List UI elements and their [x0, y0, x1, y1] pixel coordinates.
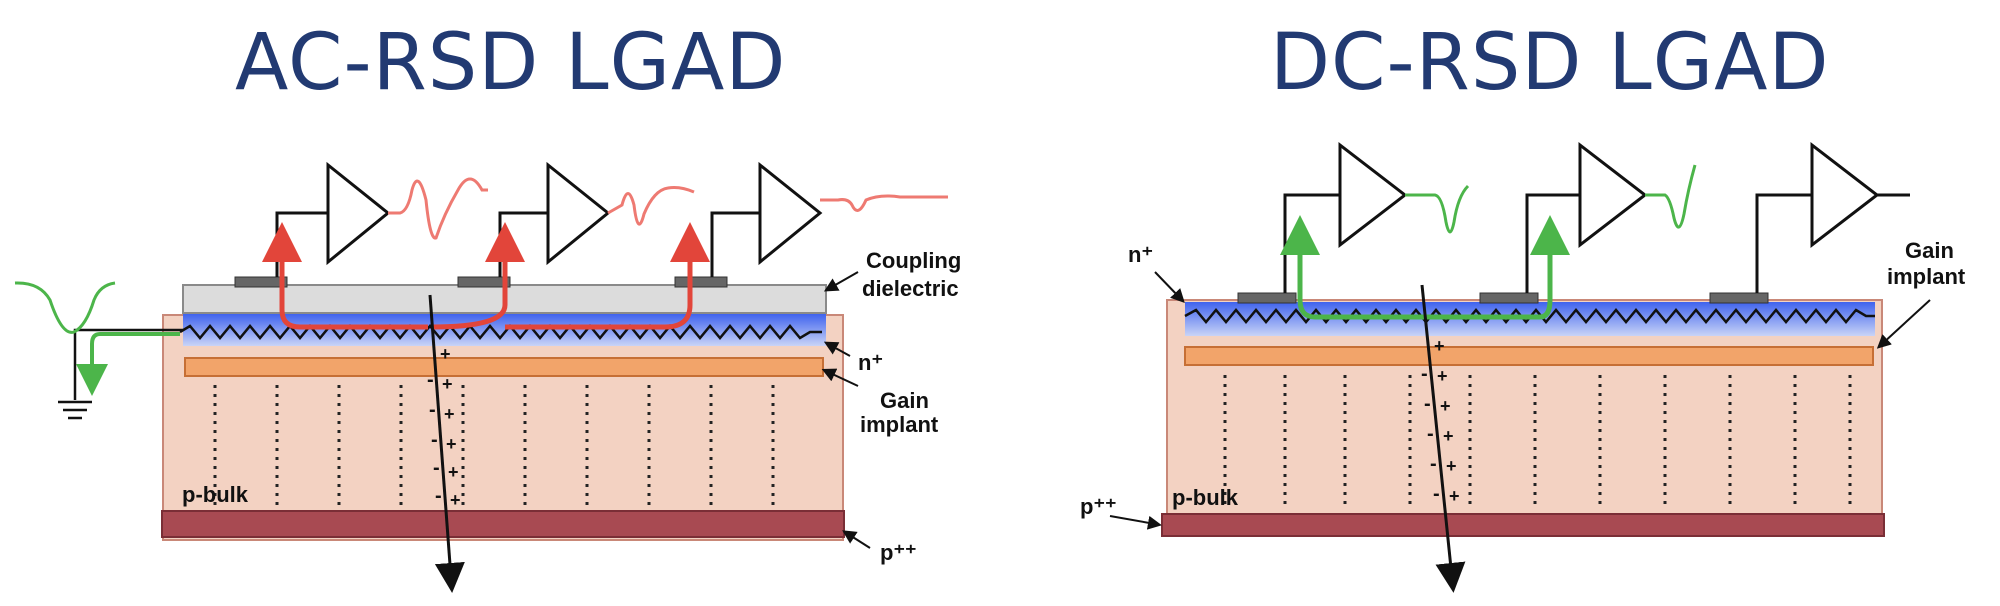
ground-signal-waveform — [14, 281, 116, 334]
dc-output-signals — [1405, 164, 1697, 234]
p-bulk-region — [162, 314, 844, 541]
readout-pad-3 — [674, 276, 728, 288]
p-plus-plus-pointer — [1109, 515, 1162, 530]
holes: + + + + + + — [440, 344, 461, 510]
gain-implant-layer — [1184, 346, 1874, 366]
gain-label-2: implant — [860, 412, 939, 437]
coupling-label-1: Coupling — [866, 248, 961, 273]
particle-track — [1420, 284, 1466, 593]
gain-label-1: Gain — [1905, 238, 1954, 263]
dc-rsd-panel: DC-RSD LGAD — [1000, 0, 2000, 606]
resistive-layer-zigzag — [179, 324, 822, 340]
readout-pad-2 — [1479, 292, 1539, 304]
svg-text:+: + — [442, 374, 453, 394]
amplifier-3 — [1755, 141, 1910, 293]
amplifier-2 — [498, 161, 611, 277]
n-plus-layer — [183, 314, 826, 346]
gain-implant-layer — [184, 357, 824, 377]
coupling-pointer — [823, 271, 859, 292]
svg-text:+: + — [1440, 396, 1451, 416]
svg-text:+: + — [446, 434, 457, 454]
svg-text:+: + — [444, 404, 455, 424]
svg-text:-: - — [1427, 423, 1434, 445]
p-bulk-label: p-bulk — [182, 482, 249, 507]
amplifier-2 — [1525, 141, 1648, 293]
ac-charge-flow — [262, 222, 710, 330]
svg-text:-: - — [1433, 483, 1440, 505]
svg-text:+: + — [1434, 336, 1445, 356]
n-plus-pointer — [823, 341, 851, 357]
amplifier-1 — [1283, 141, 1408, 293]
svg-text:+: + — [1449, 486, 1460, 506]
ac-rsd-panel: AC-RSD LGAD — [14, 18, 961, 593]
svg-text:+: + — [1446, 456, 1457, 476]
svg-text:-: - — [427, 369, 434, 391]
svg-text:+: + — [450, 490, 461, 510]
p-bulk-region — [1166, 299, 1883, 536]
gain-label-2: implant — [1887, 264, 1966, 289]
svg-text:-: - — [431, 429, 438, 451]
svg-text:-: - — [429, 399, 436, 421]
svg-text:-: - — [1421, 363, 1428, 385]
particle-track — [428, 294, 465, 593]
n-plus-pointer — [1154, 271, 1185, 304]
dc-rsd-diagram: + + + + + + - - - - - n⁺ Gain implant p-bulk p⁺… — [1080, 141, 1966, 593]
svg-text:-: - — [1430, 453, 1437, 475]
svg-text:+: + — [1443, 426, 1454, 446]
holes: + + + + + + — [1434, 336, 1460, 506]
p-plus-plus-label: p⁺⁺ — [880, 540, 917, 565]
readout-pad-2 — [457, 276, 511, 288]
svg-text:+: + — [440, 344, 451, 364]
gain-label-1: Gain — [880, 388, 929, 413]
electrons: - - - - - — [1421, 363, 1440, 505]
svg-text:+: + — [1437, 366, 1448, 386]
ground-signal-arrow — [76, 332, 180, 396]
ac-output-signals — [388, 177, 948, 240]
n-plus-label: n⁺ — [858, 350, 883, 375]
gain-pointer — [821, 368, 859, 387]
readout-pad-1 — [234, 276, 288, 288]
p-plus-plus-pointer — [842, 530, 871, 549]
ac-rsd-diagram: + + + + + + - - - - - Coupling dielectric n⁺ Ga… — [14, 161, 961, 593]
gain-pointer — [1876, 299, 1931, 349]
p-bulk-label: p-bulk — [1172, 485, 1239, 510]
electrons: - - - - - — [427, 369, 442, 507]
n-plus-label: n⁺ — [1128, 242, 1153, 267]
svg-text:-: - — [435, 485, 442, 507]
dc-current-flow — [1280, 215, 1570, 320]
dc-rsd-title: DC-RSD LGAD — [1270, 18, 1830, 108]
svg-text:+: + — [448, 462, 459, 482]
p-plus-plus-label: p⁺⁺ — [1080, 494, 1117, 519]
p-plus-plus-layer — [1161, 513, 1885, 537]
readout-pad-1 — [1237, 292, 1297, 304]
field-lines — [213, 385, 775, 505]
amplifier-3 — [710, 161, 823, 277]
readout-pad-3 — [1709, 292, 1769, 304]
ac-rsd-title: AC-RSD LGAD — [235, 18, 787, 108]
svg-text:-: - — [433, 457, 440, 479]
p-plus-plus-layer — [161, 510, 845, 538]
amplifier-1 — [275, 161, 391, 277]
coupling-label-2: dielectric — [862, 276, 959, 301]
svg-text:-: - — [1424, 393, 1431, 415]
